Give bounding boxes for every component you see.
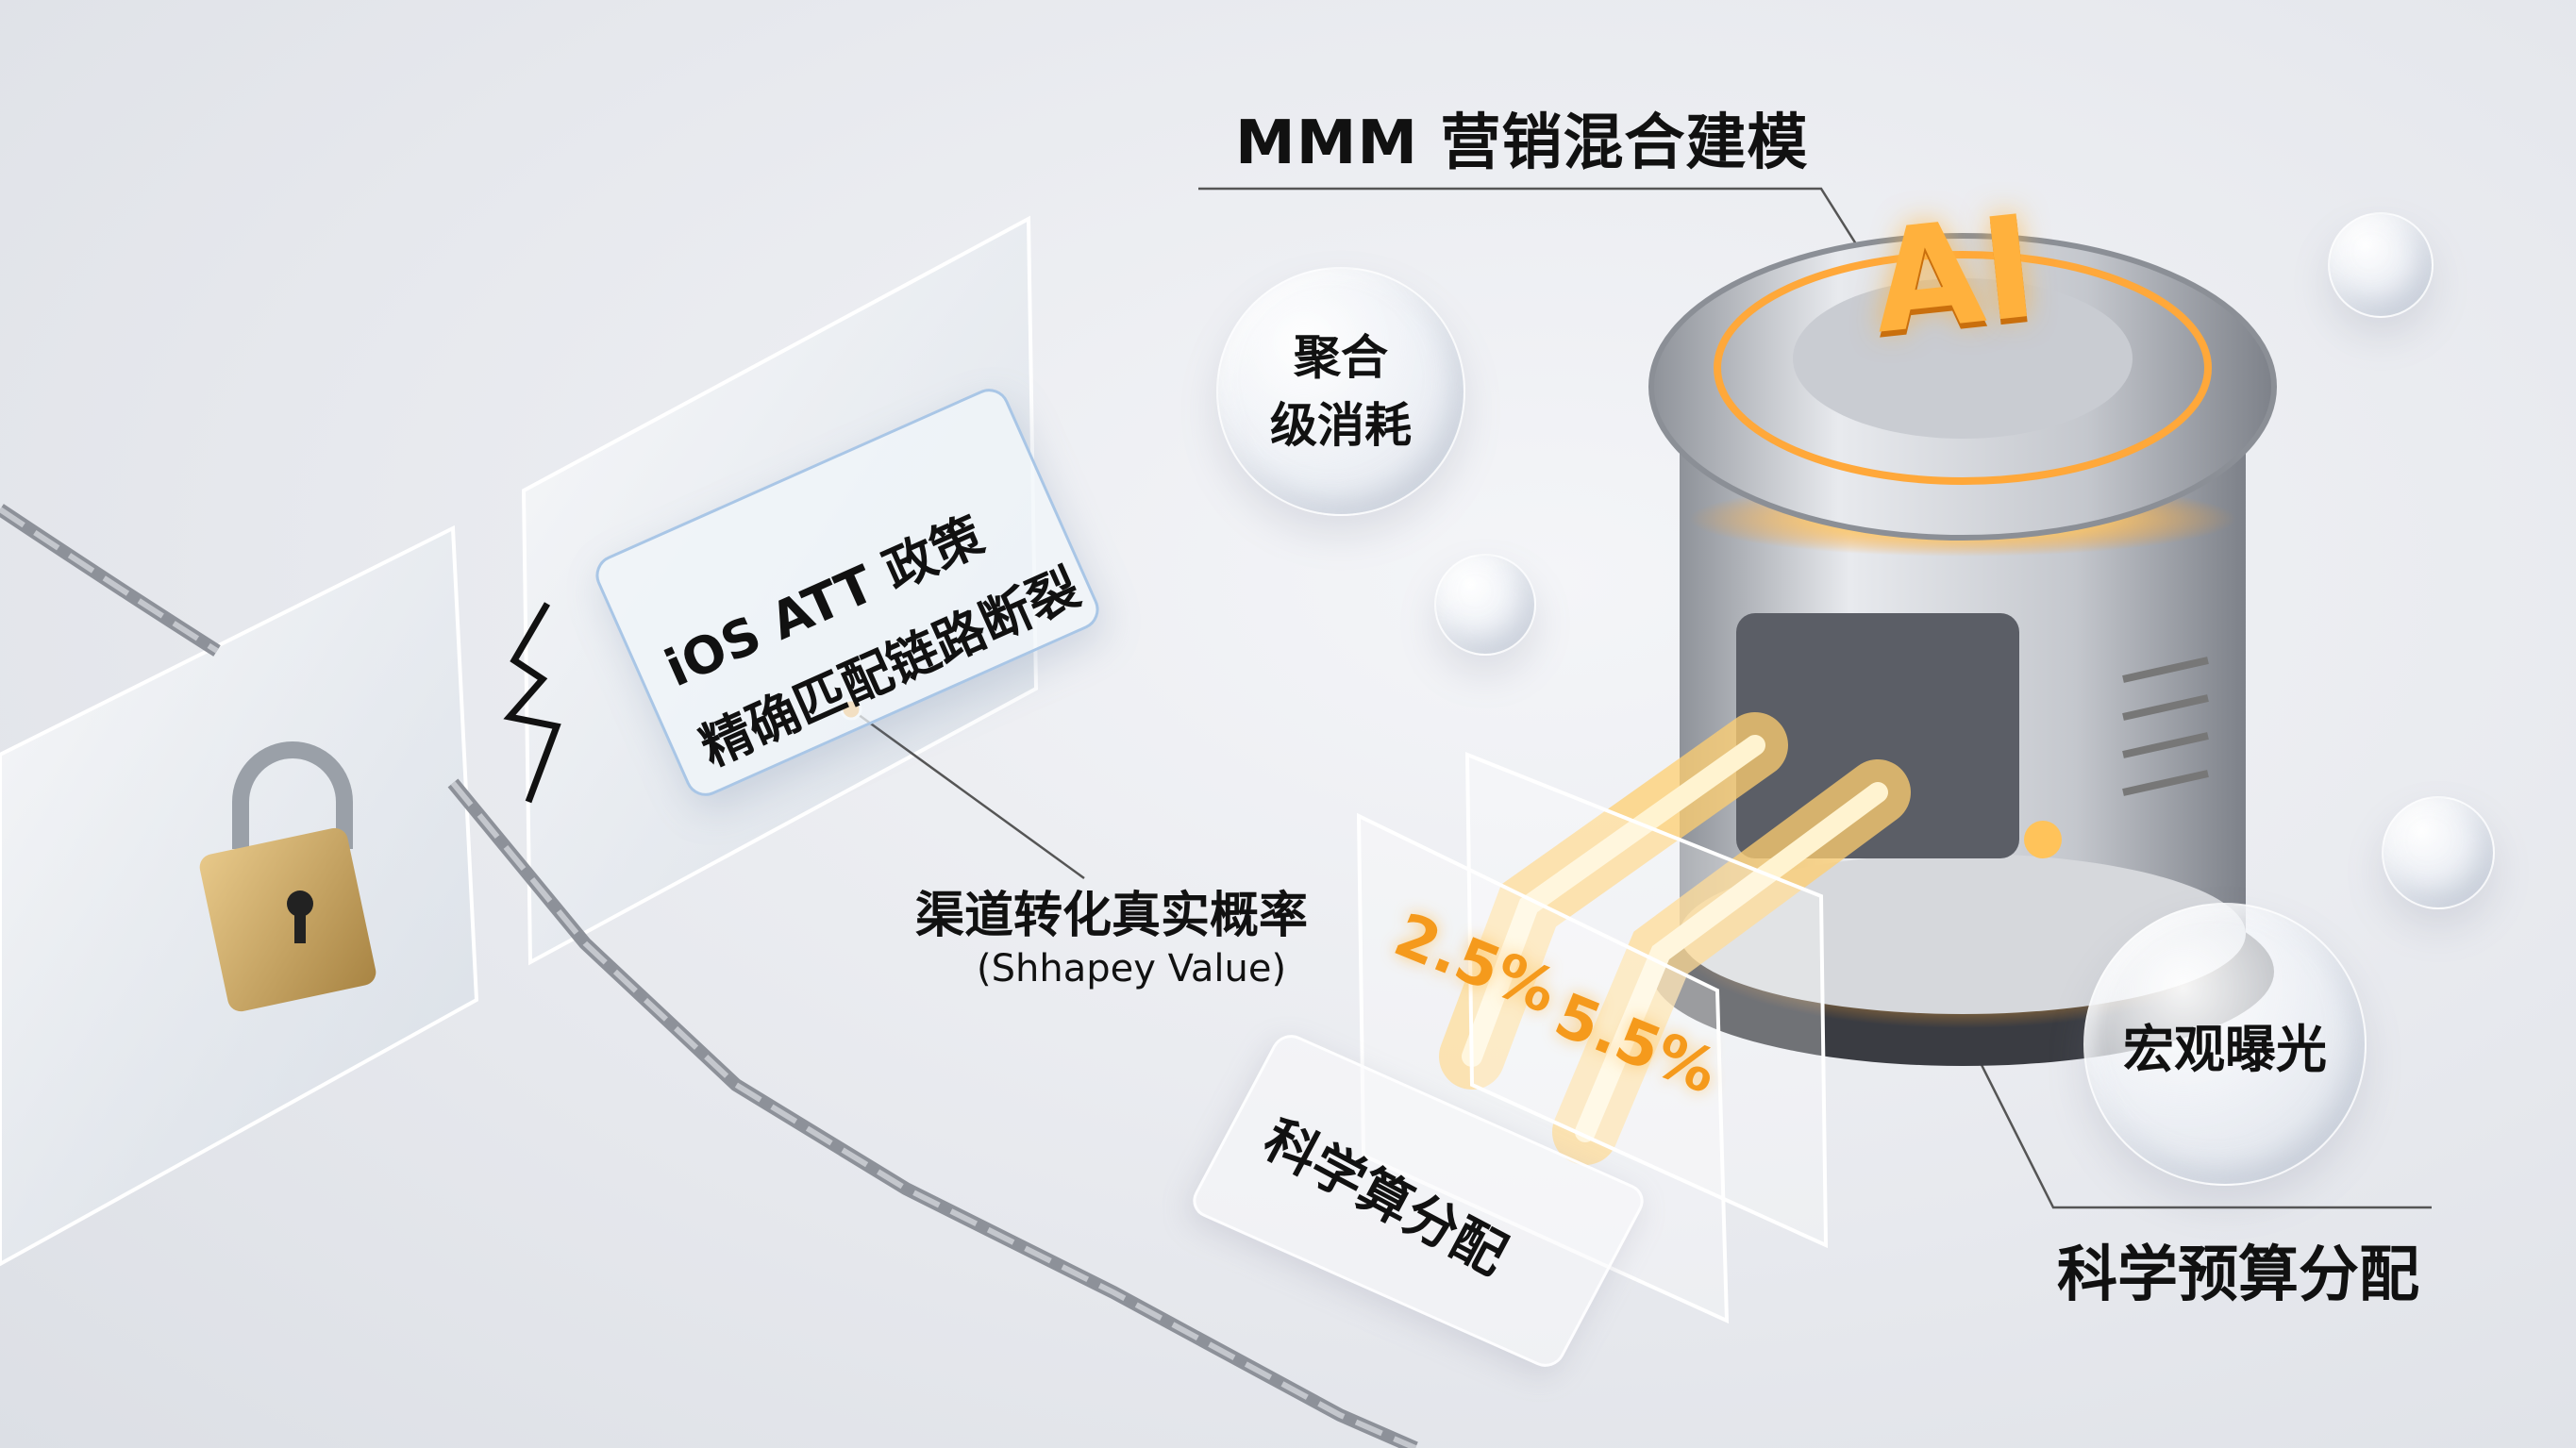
- bubble-decor: [1434, 554, 1536, 656]
- page-title: MMM 营销混合建模: [1235, 108, 1809, 178]
- crack-icon: [503, 602, 561, 804]
- shapley-value-label: (Shhapey Value): [977, 947, 1287, 990]
- leader-lines: [850, 187, 2432, 1209]
- bubble-macro-exposure: 宏观曝光: [2083, 903, 2367, 1186]
- bubble-decor: [2328, 212, 2434, 318]
- glass-panel-back: [1464, 752, 1829, 1249]
- padlock-icon: [199, 741, 376, 1012]
- bubble-decor: [2382, 796, 2495, 909]
- channel-probability-label: 渠道转化真实概率: [915, 888, 1309, 944]
- bubble-aggregate-spend: 聚合 级消耗: [1216, 267, 1465, 516]
- bubble-aggregate-line2: 级消耗: [1270, 398, 1412, 453]
- bubble-aggregate-line1: 聚合: [1294, 329, 1388, 385]
- glowing-tubes: [1439, 712, 1911, 1165]
- budget-allocation-label: 科学预算分配: [2057, 1240, 2419, 1310]
- ai-logo: AI: [1865, 185, 2044, 366]
